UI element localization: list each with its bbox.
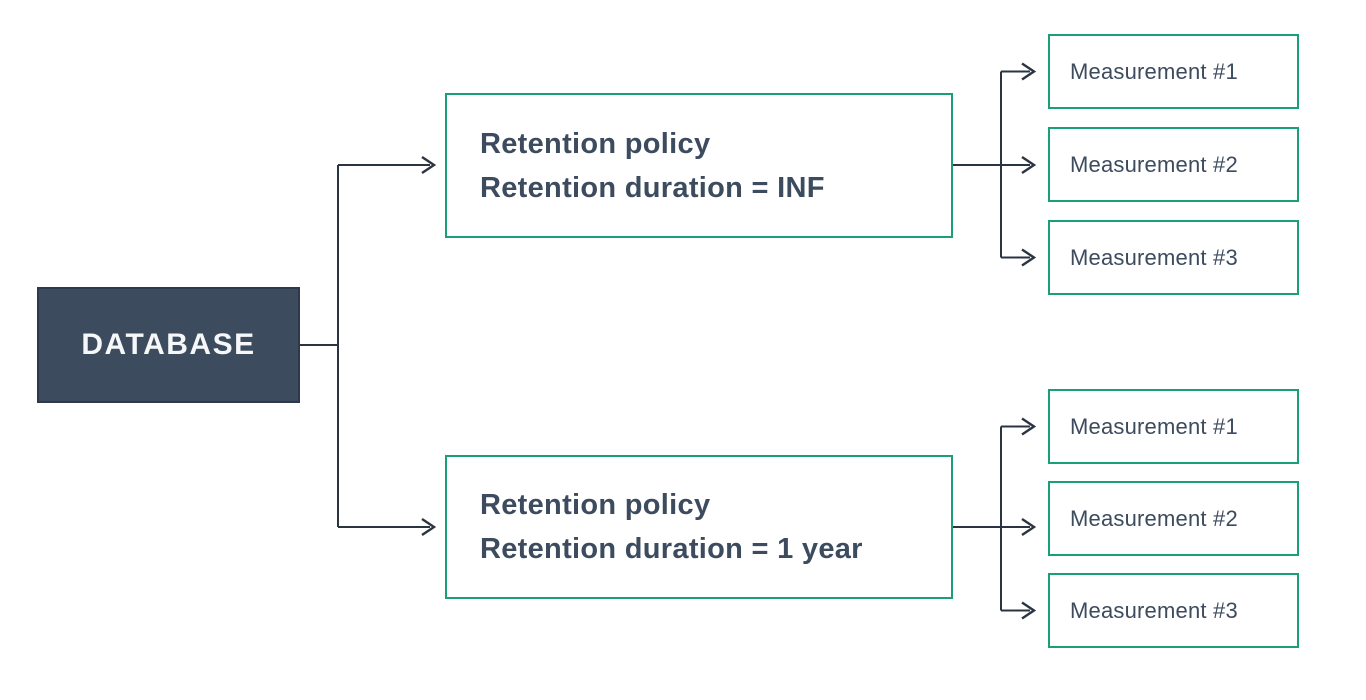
policy-line-2: Retention duration = INF — [480, 171, 825, 204]
measurement-node: Measurement #2 — [1048, 481, 1299, 556]
measurement-label: Measurement #2 — [1070, 505, 1238, 531]
measurement-label: Measurement #2 — [1070, 151, 1238, 177]
measurement-label: Measurement #1 — [1070, 58, 1238, 84]
database-node: DATABASE — [37, 287, 300, 403]
retention-policy-inf-node: Retention policy Retention duration = IN… — [445, 93, 953, 238]
policy-line-1: Retention policy — [480, 489, 711, 521]
measurement-node: Measurement #2 — [1048, 127, 1299, 202]
measurement-label: Measurement #1 — [1070, 413, 1238, 439]
database-label: DATABASE — [81, 328, 256, 361]
policy-line-2: Retention duration = 1 year — [480, 533, 863, 565]
measurement-label: Measurement #3 — [1070, 244, 1238, 270]
measurement-node: Measurement #1 — [1048, 34, 1299, 109]
measurement-node: Measurement #3 — [1048, 573, 1299, 648]
measurement-node: Measurement #1 — [1048, 389, 1299, 464]
retention-policy-1year-node: Retention policy Retention duration = 1 … — [445, 455, 953, 599]
measurement-label: Measurement #3 — [1070, 597, 1238, 623]
measurement-node: Measurement #3 — [1048, 220, 1299, 295]
policy-line-1: Retention policy — [480, 127, 711, 160]
